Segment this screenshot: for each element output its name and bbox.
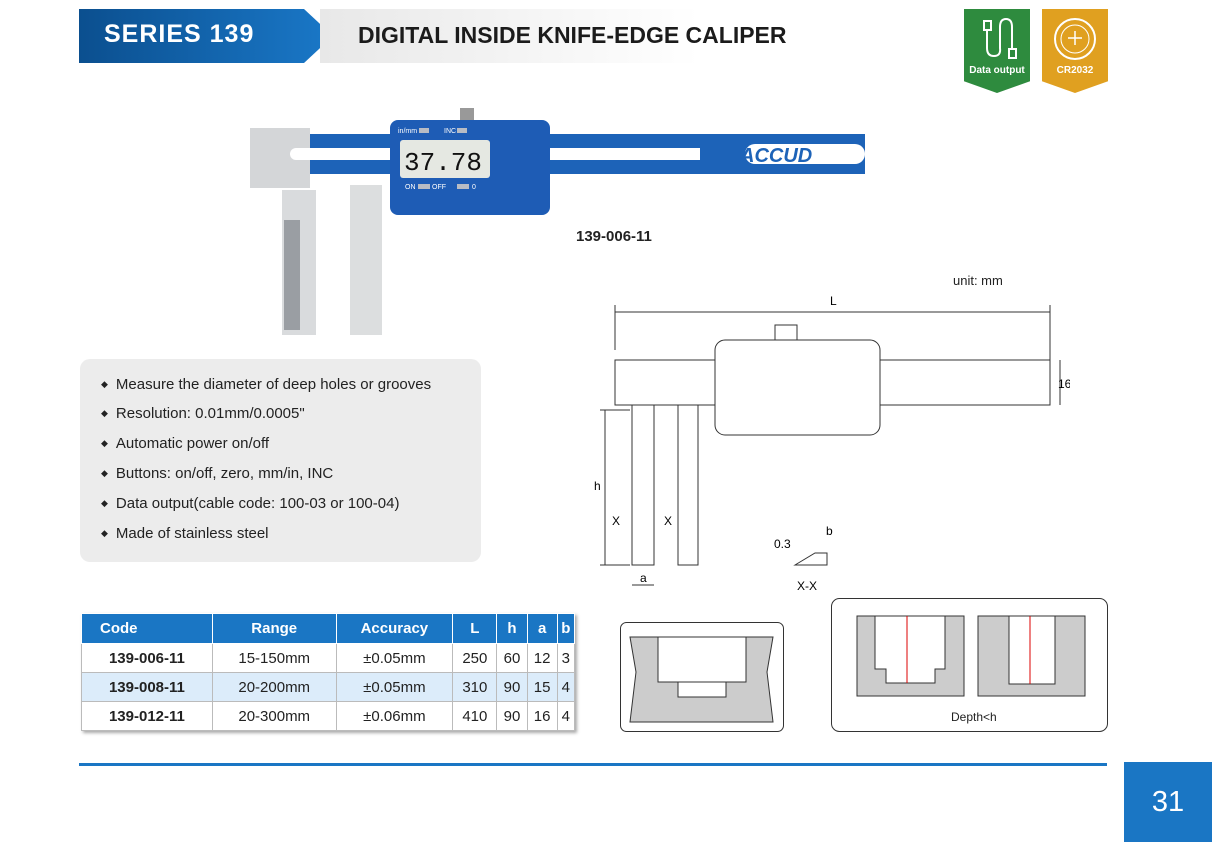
title-background <box>320 9 700 63</box>
col-accuracy: Accuracy <box>335 613 454 644</box>
col-b: b <box>556 613 576 644</box>
feature-item: Made of stainless steel <box>101 525 269 542</box>
inc-button[interactable] <box>457 128 467 133</box>
col-a: a <box>526 613 558 644</box>
on-off-button[interactable] <box>418 184 430 189</box>
feature-item: Data output(cable code: 100-03 or 100-04… <box>101 495 400 512</box>
series-banner <box>79 9 333 63</box>
col-code: Code <box>81 613 213 644</box>
depth-diagram <box>831 598 1108 732</box>
hole-diagram <box>620 622 784 732</box>
zero-button[interactable] <box>457 184 469 189</box>
dim-b: b <box>826 524 833 538</box>
dim-16: 16 <box>1058 377 1070 391</box>
off-button-label: OFF <box>432 184 446 191</box>
page-title: DIGITAL INSIDE KNIFE-EDGE CALIPER <box>358 22 787 48</box>
col-range: Range <box>211 613 337 644</box>
dim-h: h <box>594 479 601 493</box>
section-mark-x: X <box>612 514 620 528</box>
model-label: 139-006-11 <box>576 228 652 245</box>
dim-0-3: 0.3 <box>774 537 791 551</box>
col-h: h <box>496 613 528 644</box>
footer-rule <box>79 763 1107 766</box>
series-label: SERIES 139 <box>104 20 255 48</box>
zero-button-label: 0 <box>472 184 476 191</box>
on-button-label: ON <box>405 184 416 191</box>
data-output-badge: Data output <box>964 9 1030 93</box>
dim-L: L <box>830 294 837 308</box>
feature-item: Resolution: 0.01mm/0.0005" <box>101 405 305 422</box>
section-mark-x: X <box>664 514 672 528</box>
feature-item: Automatic power on/off <box>101 435 269 452</box>
table-header: Code Range Accuracy L h a b <box>81 613 576 644</box>
page-number: 31 <box>1124 762 1212 842</box>
lcd-reading: 37.78 <box>404 148 482 178</box>
depth-note: Depth<h <box>951 710 997 724</box>
coin-battery-icon <box>1054 18 1096 60</box>
in-mm-button[interactable] <box>419 128 429 133</box>
unit-label: unit: mm <box>953 273 1003 288</box>
badge-label: CR2032 <box>1056 65 1094 76</box>
dim-a: a <box>640 571 647 585</box>
usb-cable-icon <box>983 17 1017 59</box>
brand-logo: ACCUD <box>739 145 812 167</box>
cr2032-badge: CR2032 <box>1042 9 1108 93</box>
feature-item: Measure the diameter of deep holes or gr… <box>101 376 431 393</box>
technical-drawing: L h 16 X X a 0.3 b X-X <box>594 294 1070 593</box>
col-L: L <box>452 613 498 644</box>
badge-label: Data output <box>969 65 1025 76</box>
feature-item: Buttons: on/off, zero, mm/in, INC <box>101 465 333 482</box>
section-label: X-X <box>797 579 817 593</box>
in-mm-button-label: in/mm <box>398 128 417 135</box>
inc-button-label: INC <box>444 128 456 135</box>
caliper-photo: ACCUD 37.78 in/mm INC ON OFF 0 <box>250 108 865 335</box>
